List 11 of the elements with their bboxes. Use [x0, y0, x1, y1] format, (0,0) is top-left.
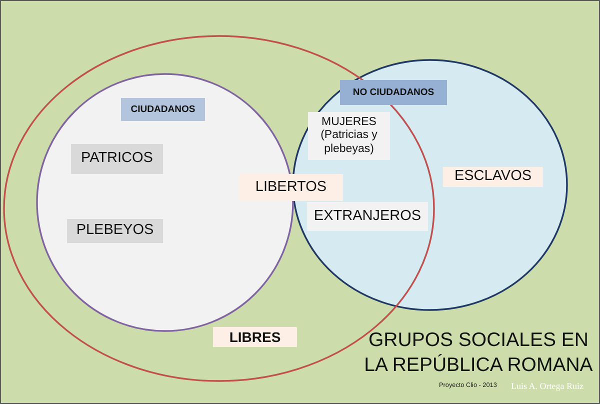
set-title: LIBRES: [213, 327, 297, 347]
diagram-title: GRUPOS SOCIALES EN LA REPÚBLICA ROMANA: [363, 328, 594, 378]
set-title: CIUDADANOS: [121, 98, 205, 121]
group-label: PLEBEYOS: [67, 219, 163, 243]
group-label: MUJERES (Patricias y plebeyas): [308, 112, 390, 160]
group-label: EXTRANJEROS: [307, 202, 428, 231]
group-label: ESCLAVOS: [443, 167, 543, 187]
group-label: PATRICOS: [71, 144, 163, 174]
set-title: NO CIUDADANOS: [340, 80, 447, 105]
author-name: Luis A. Ortega Ruiz: [511, 381, 584, 392]
group-label: LIBERTOS: [239, 174, 343, 201]
